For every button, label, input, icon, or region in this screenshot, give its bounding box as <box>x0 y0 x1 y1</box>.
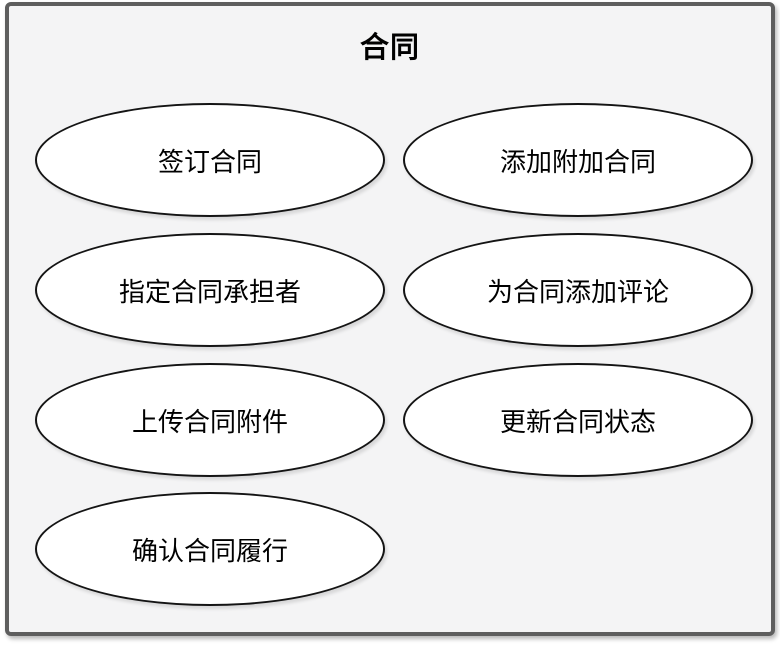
usecase-add-contract-comment: 为合同添加评论 <box>403 233 753 347</box>
usecase-confirm-contract-fulfillment: 确认合同履行 <box>35 492 385 606</box>
usecase-add-supplementary-contract: 添加附加合同 <box>403 103 753 217</box>
usecase-assign-contract-undertaker: 指定合同承担者 <box>35 233 385 347</box>
contract-package-frame: 合同 签订合同 添加附加合同 指定合同承担者 为合同添加评论 上传合同附件 更新… <box>5 2 775 636</box>
diagram-title: 合同 <box>359 32 420 64</box>
usecase-update-contract-status: 更新合同状态 <box>403 363 753 477</box>
usecase-sign-contract: 签订合同 <box>35 103 385 217</box>
usecase-upload-contract-attachment: 上传合同附件 <box>35 363 385 477</box>
